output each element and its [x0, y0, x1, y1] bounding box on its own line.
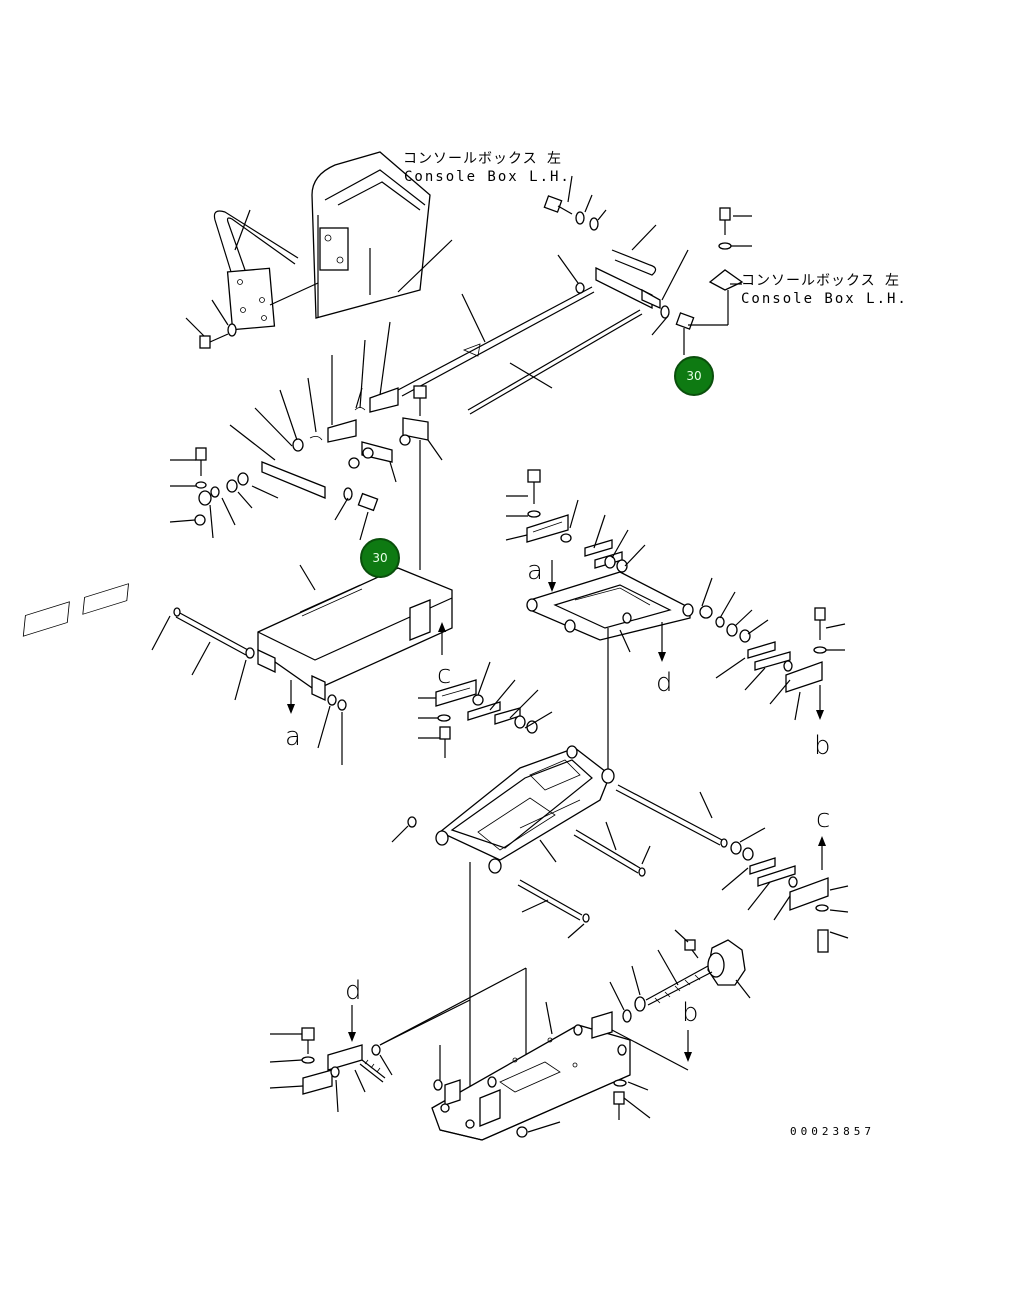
- bolt-stack-upper: [505, 469, 646, 573]
- linkage-rods: [397, 286, 643, 415]
- lower-pins: [517, 784, 728, 939]
- upper-base-plate: [22, 564, 453, 702]
- left-rod: [151, 607, 347, 765]
- bolt-washer-handle: [185, 299, 237, 349]
- bolts-top-right: [543, 175, 752, 355]
- console-box-label-right-jp: コンソールボックス 左: [741, 273, 901, 289]
- console-box-lh: [311, 151, 453, 319]
- ref-letter-b-bottom: b: [682, 998, 699, 1028]
- clamp-right-c: [721, 827, 849, 953]
- upper-bracket: [557, 224, 689, 310]
- base-plate: [431, 1001, 651, 1141]
- upper-right-frame: [526, 560, 694, 662]
- ref-letter-a-left: a: [285, 722, 301, 752]
- console-box-label-top-en: Console Box L.H.: [404, 169, 571, 185]
- adjust-knob: [609, 929, 751, 1062]
- clamp-lower-left-d: [269, 1005, 393, 1113]
- ref-letter-c-right: c: [816, 804, 831, 834]
- callout-30-center-left[interactable]: 30: [360, 538, 400, 578]
- lower-frame: [391, 745, 615, 874]
- ref-letter-d-center: d: [656, 668, 673, 698]
- grab-handle: [213, 209, 319, 331]
- callout-30-top-right[interactable]: 30: [674, 356, 714, 396]
- console-box-label-right-en: Console Box L.H.: [741, 291, 908, 307]
- bolt-mid-left: [334, 487, 379, 541]
- clamp-left: [418, 661, 553, 758]
- left-lever-bar: [169, 447, 326, 539]
- console-box-label-top-jp: コンソールボックス 左: [403, 151, 563, 167]
- clamp-right-b: [699, 577, 846, 721]
- document-number: 00023857: [790, 1125, 875, 1138]
- ref-letter-a-right: a: [527, 556, 543, 586]
- ref-letter-b-right: b: [814, 731, 831, 761]
- ref-arrows-left: [287, 622, 446, 714]
- ref-letter-d-bottom: d: [345, 976, 362, 1006]
- clip-parts: [229, 321, 443, 570]
- ref-letter-c-left: c: [437, 660, 452, 690]
